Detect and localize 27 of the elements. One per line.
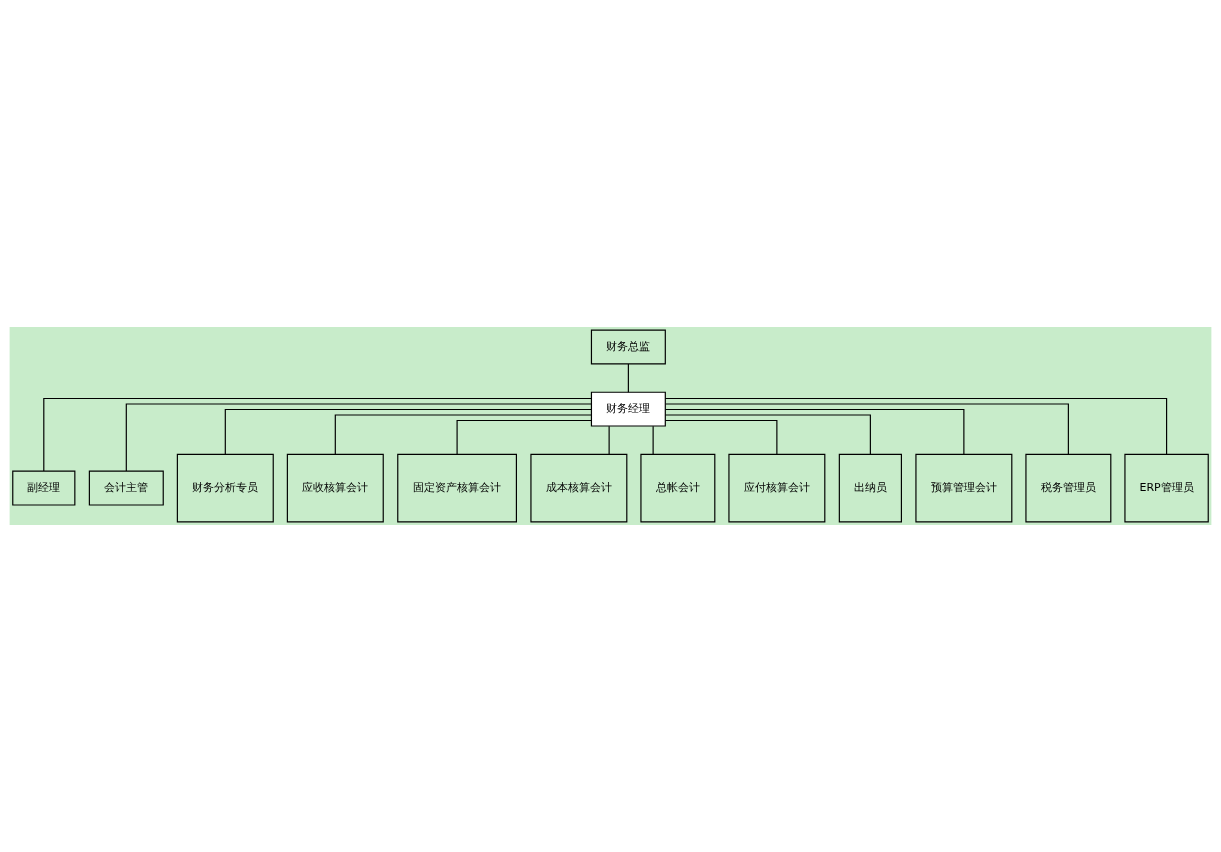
node-box: 应收核算会计: [286, 453, 384, 523]
connector: [664, 397, 1168, 455]
connector: [664, 408, 965, 455]
connector: [456, 419, 592, 455]
node-box: 成本核算会计: [530, 453, 628, 523]
connector: [627, 363, 629, 393]
connector: [43, 397, 592, 472]
connector: [224, 408, 592, 455]
connector: [125, 403, 592, 472]
node-box: 会计主管: [88, 470, 164, 506]
node-box: 总帐会计: [640, 453, 716, 523]
node-box: 财务总监: [590, 329, 666, 365]
connector: [664, 419, 778, 455]
node-box: 副经理: [12, 470, 76, 506]
node-box: 应付核算会计: [728, 453, 826, 523]
node-box: 预算管理会计: [915, 453, 1013, 523]
connector: [608, 425, 610, 455]
connector: [664, 403, 1069, 455]
node-box: ERP管理员: [1124, 453, 1209, 523]
node-box: 财务分析专员: [176, 453, 274, 523]
connector: [652, 425, 654, 455]
node-box: 出纳员: [838, 453, 902, 523]
connector: [664, 414, 871, 455]
node-box: 固定资产核算会计: [397, 453, 517, 523]
node-box: 财务经理: [590, 391, 666, 427]
connector: [334, 414, 592, 455]
node-box: 税务管理员: [1025, 453, 1112, 523]
